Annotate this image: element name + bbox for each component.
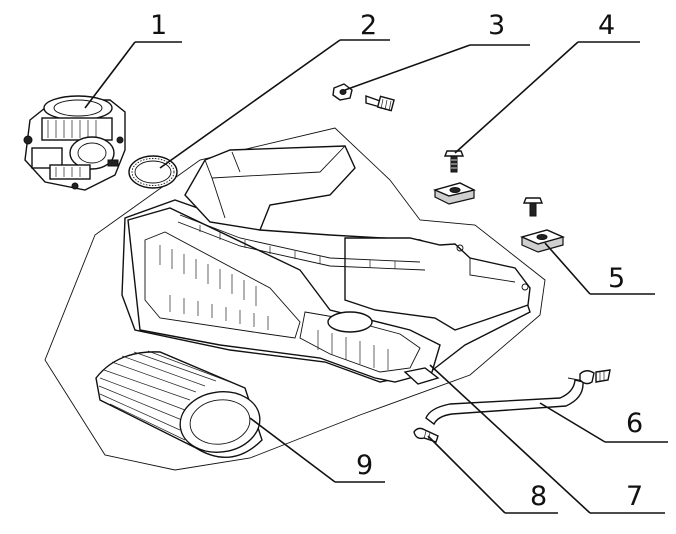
carburetor-icon [23, 95, 126, 191]
callout-number-8: 8 [530, 481, 547, 512]
leader-line-3 [344, 44, 471, 91]
air-filter-element-icon [95, 350, 263, 458]
assembly-group-outline [44, 127, 546, 471]
leader-line-8 [427, 435, 506, 514]
leader-line-5 [544, 242, 591, 295]
leader-line-9 [249, 417, 336, 483]
air-box-housing-icon [121, 145, 531, 385]
callout-number-1: 1 [150, 10, 167, 41]
leader-line-6 [539, 402, 606, 443]
nut-and-bolt-icon [332, 83, 395, 112]
callout-number-7: 7 [626, 481, 643, 512]
callout-number-9: 9 [356, 450, 373, 481]
leader-line-7 [429, 364, 591, 514]
leader-line-2 [159, 39, 341, 169]
bolt-with-grommet-icon [432, 150, 477, 205]
leader-line-1 [84, 41, 136, 109]
hose-clamp-icon [413, 427, 439, 443]
drain-hose-icon [425, 369, 611, 426]
callout-number-3: 3 [488, 10, 505, 41]
callout-number-4: 4 [598, 10, 615, 41]
leader-line-4 [454, 41, 579, 154]
callout-number-5: 5 [608, 263, 625, 294]
callout-number-6: 6 [626, 408, 643, 439]
callout-number-2: 2 [360, 10, 377, 41]
rubber-grommet-icon [519, 197, 566, 253]
